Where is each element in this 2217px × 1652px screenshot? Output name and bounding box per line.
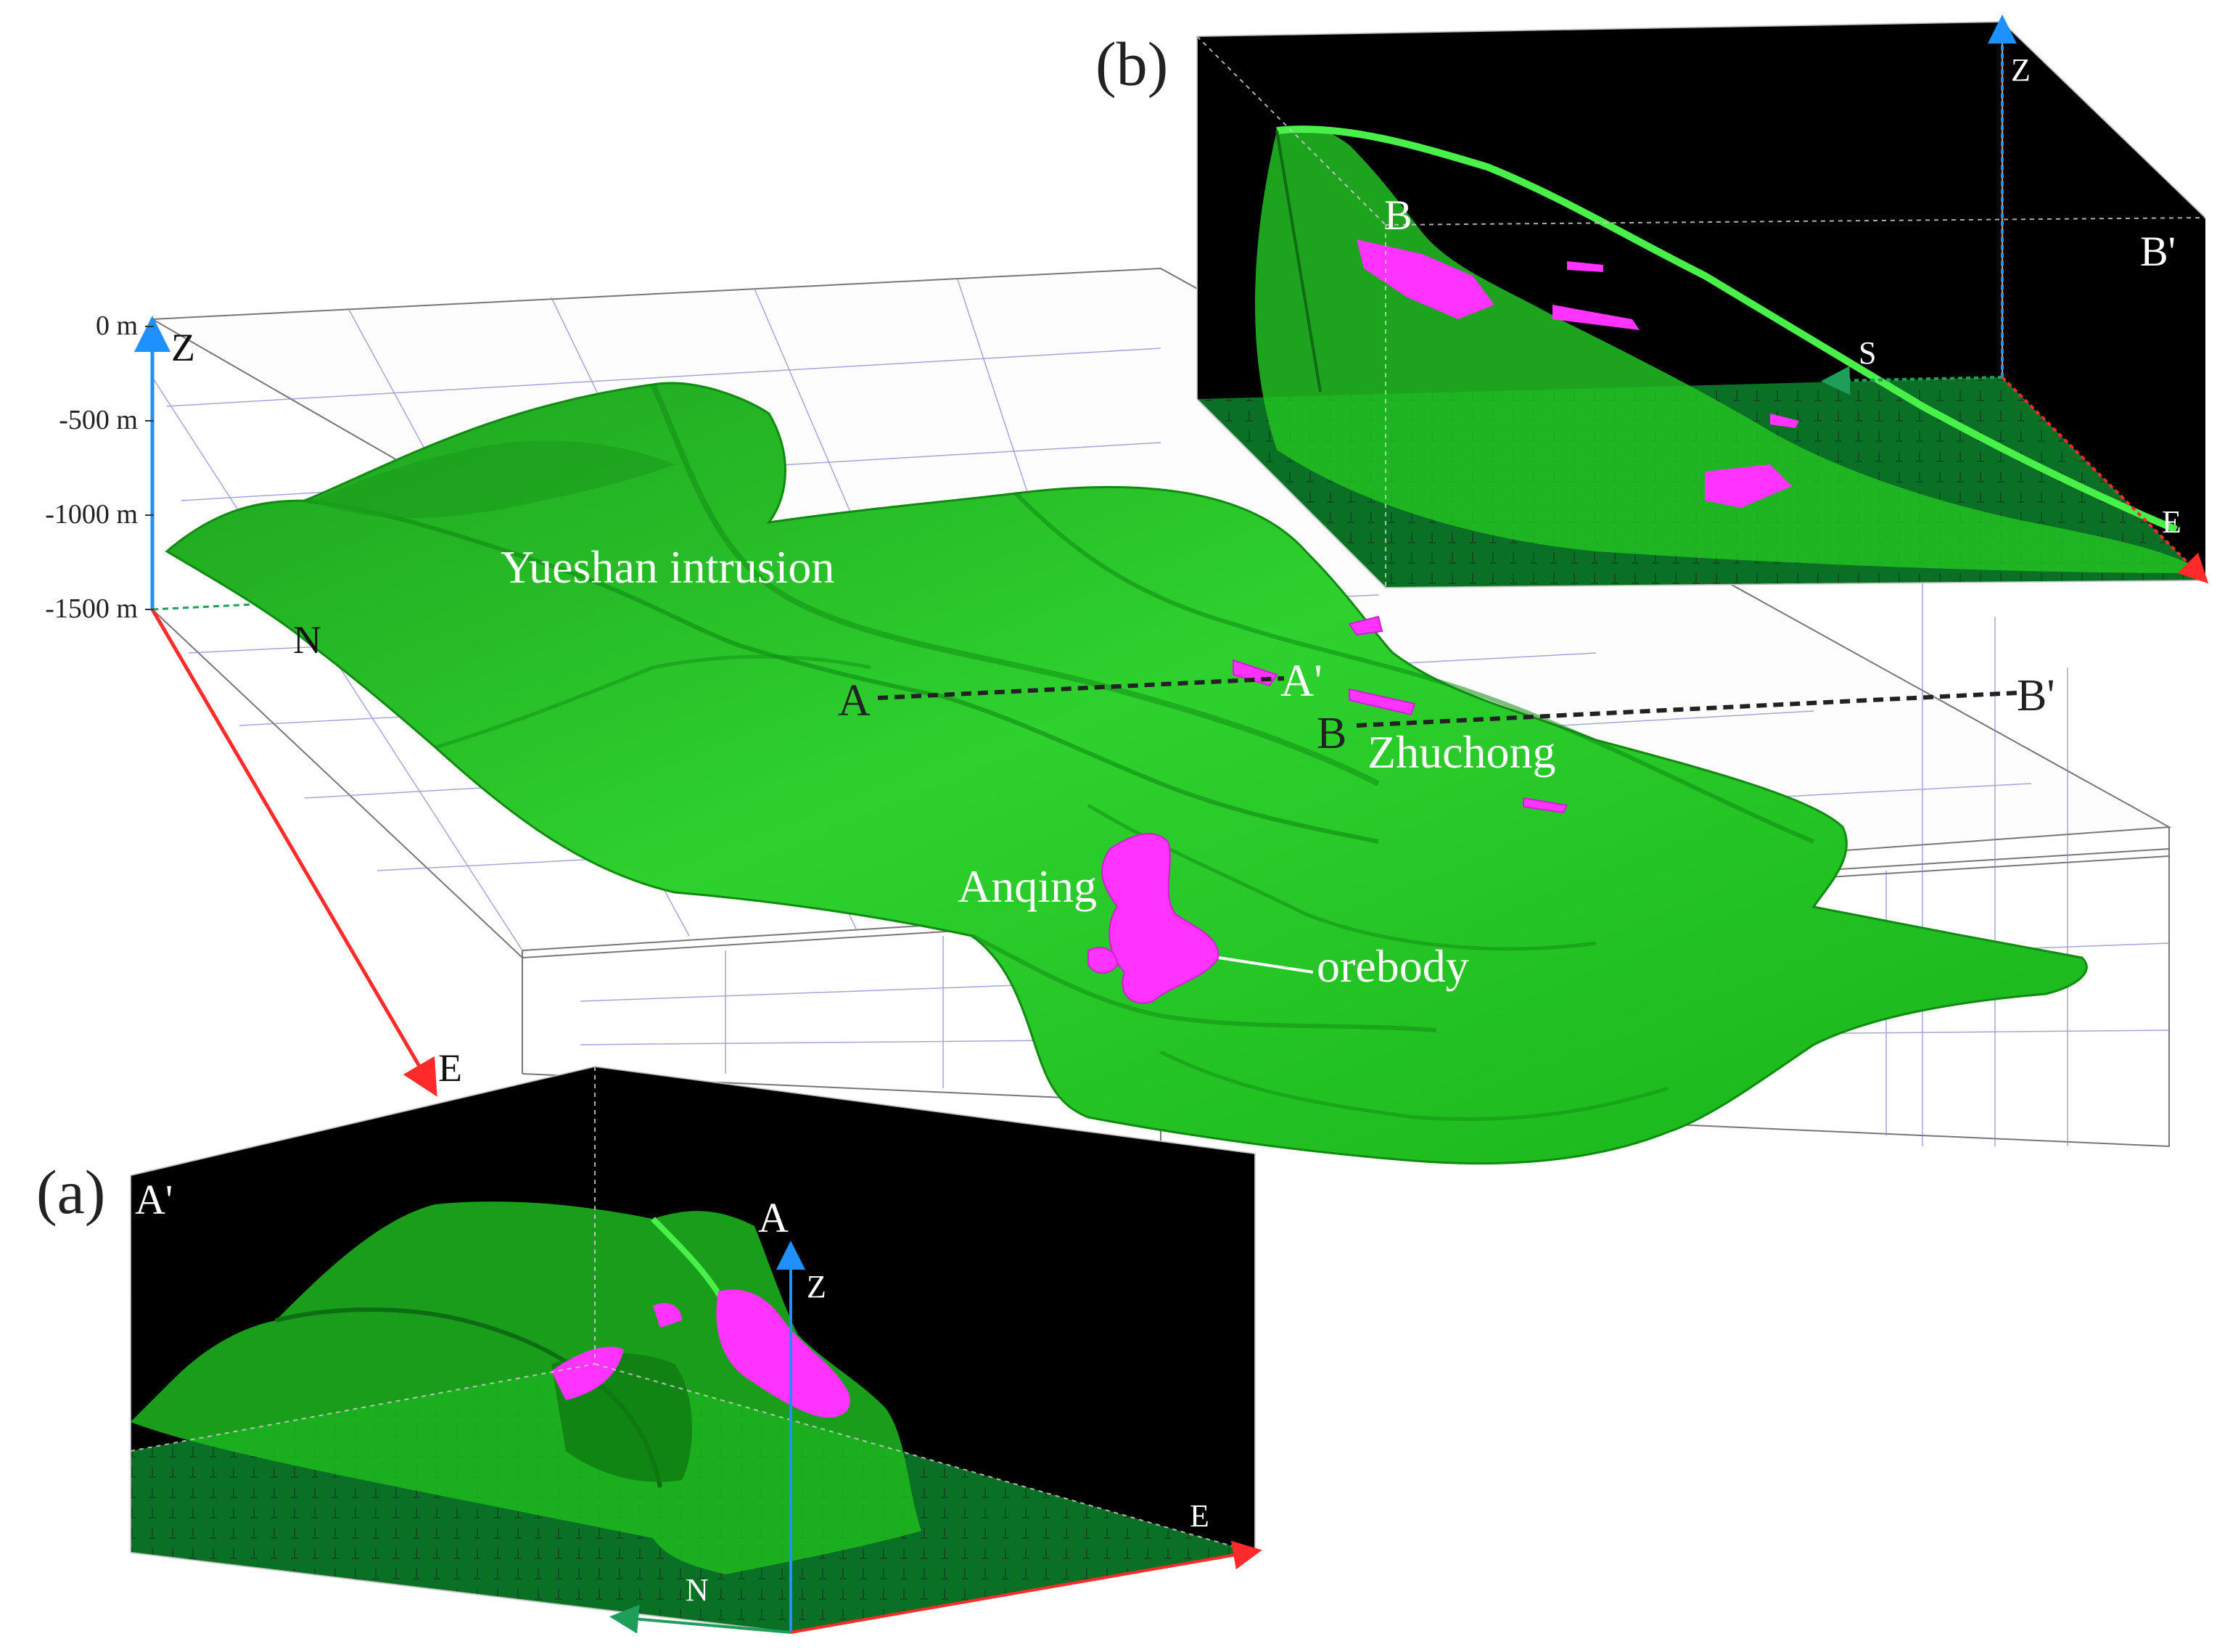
zhuchong-label: Zhuchong <box>1367 726 1556 778</box>
panel-a-right-section: A <box>758 1194 789 1241</box>
orebody-shapes <box>1087 615 1568 1004</box>
panel-b-left-section: B <box>1384 192 1412 239</box>
main-z-axis-label: Z <box>171 326 195 369</box>
e-axis-arrow <box>150 608 437 1097</box>
n-axis-arrow <box>152 591 308 614</box>
main-e-axis-label: E <box>438 1046 462 1090</box>
panel-b-z-axis-label: Z <box>2011 52 2031 88</box>
depth-label-500: -500 m <box>59 405 138 435</box>
depth-ticks <box>145 326 154 610</box>
main-n-axis-label: N <box>293 618 321 662</box>
yueshan-intrusion-label: Yueshan intrusion <box>501 541 835 593</box>
section-line-b <box>1356 691 2017 728</box>
anqing-label: Anqing <box>958 860 1097 912</box>
section-b-end-label: B' <box>2017 671 2055 720</box>
panel-a-e-axis-label: E <box>1190 1498 1209 1534</box>
inset-a <box>130 1065 1262 1634</box>
panel-b-s-axis-label: S <box>1859 335 1877 371</box>
panel-a-n-axis-label: N <box>686 1572 709 1608</box>
panel-b-e-axis-label: E <box>2162 504 2181 540</box>
depth-label-1000: -1000 m <box>45 499 138 530</box>
section-b-start-label: B <box>1317 709 1347 758</box>
panel-b-tag: (b) <box>1095 29 1169 99</box>
panel-a-tag: (a) <box>36 1157 106 1227</box>
orebody-leader-line <box>1218 956 1314 974</box>
yueshan-intrusion-surface <box>165 382 2088 1165</box>
section-a-end-label: A' <box>1280 654 1323 706</box>
section-a-start-label: A <box>838 676 871 726</box>
panel-b-right-section: B' <box>2140 228 2176 275</box>
depth-label-0: 0 m <box>95 311 138 341</box>
inset-b <box>1196 15 2209 588</box>
section-line-a <box>877 676 1285 700</box>
panel-a-z-axis-label: Z <box>807 1269 826 1304</box>
orebody-label: orebody <box>1317 940 1469 992</box>
panel-a-left-section: A' <box>135 1176 173 1223</box>
depth-label-1500: -1500 m <box>45 593 138 624</box>
